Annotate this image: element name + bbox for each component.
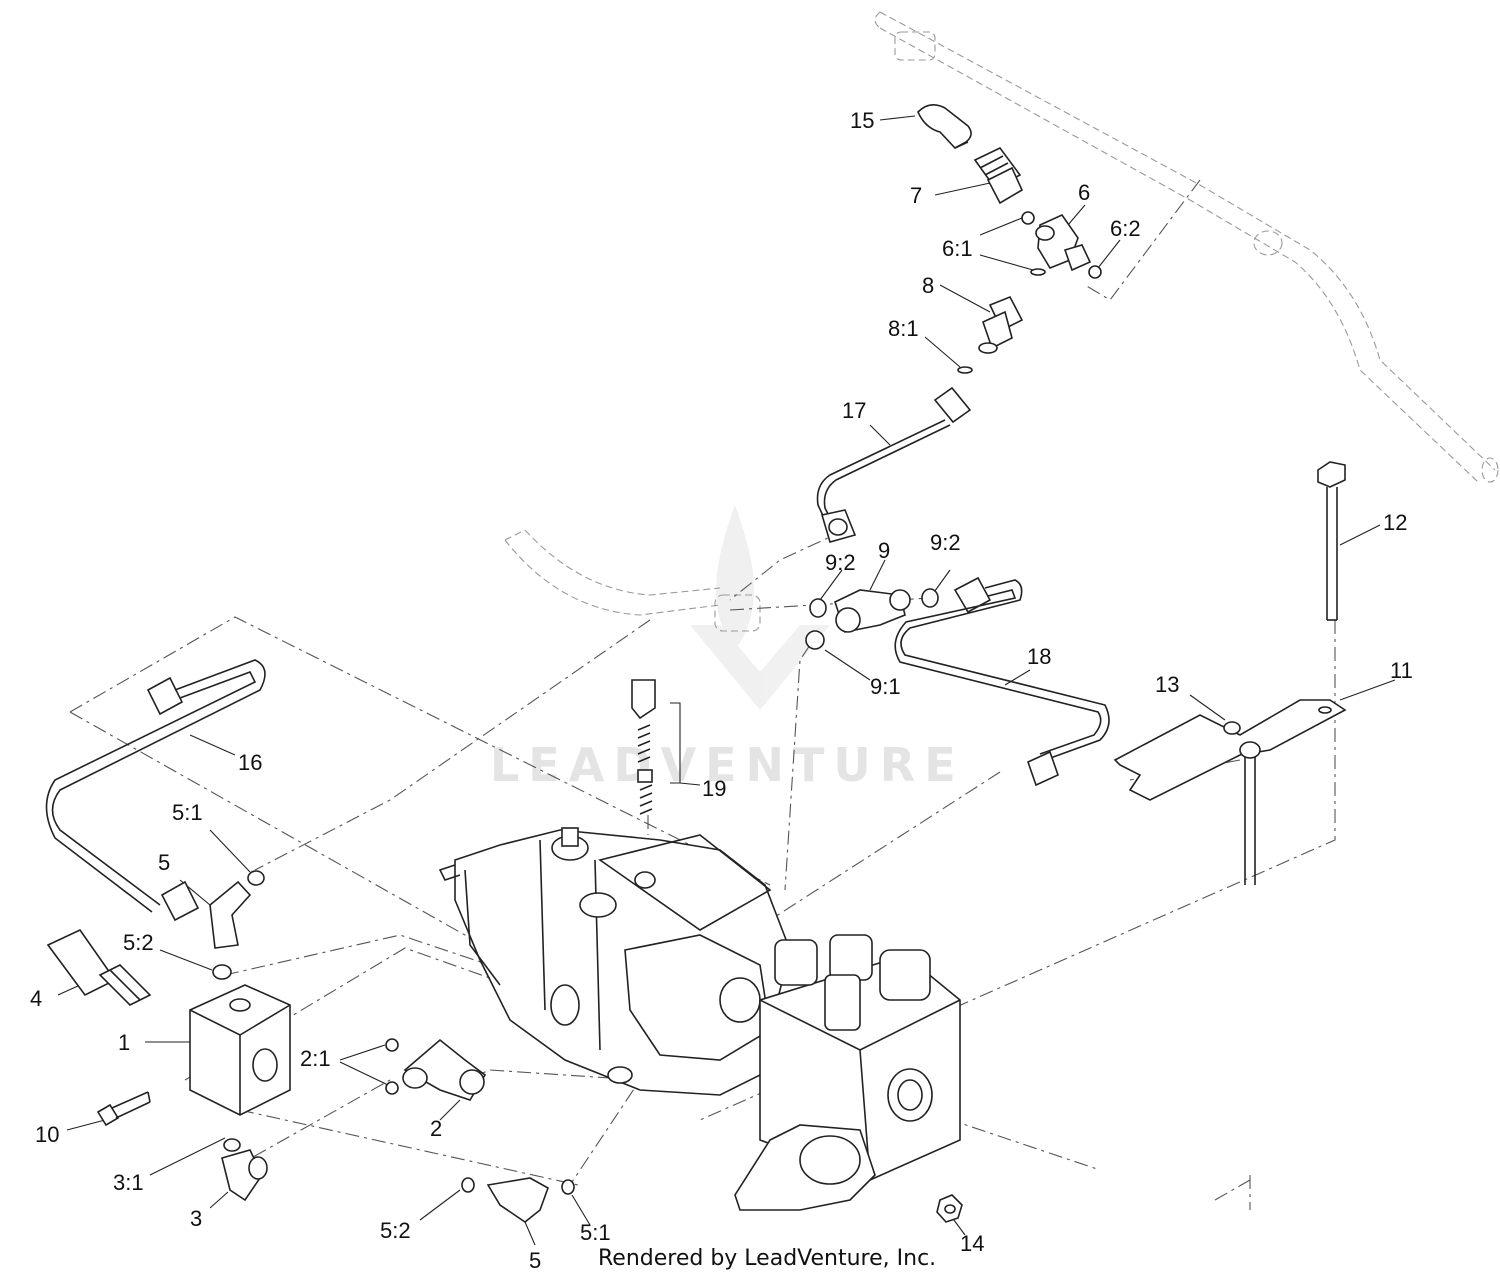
part-17-tube	[816, 386, 972, 543]
phantom-frame-tube	[874, 11, 1499, 483]
callout-17: 17	[842, 398, 867, 423]
callout-14: 14	[960, 1231, 985, 1256]
part-19-spring-assembly	[631, 679, 656, 815]
callout-9: 9	[878, 538, 891, 563]
part-14-nut	[936, 1194, 963, 1223]
callout-1: 1	[118, 1030, 131, 1055]
callout-4: 4	[30, 986, 43, 1011]
callout-9-2-left: 9:2	[825, 550, 856, 575]
valve-manifold	[734, 934, 961, 1211]
part-8-adapter	[957, 295, 1024, 374]
part-13-nut	[1223, 721, 1241, 735]
part-9-elbow-fitting	[805, 588, 939, 650]
part-3-elbow	[221, 1138, 268, 1202]
hydraulic-pump	[438, 827, 791, 1096]
part-4-relief-valve	[46, 928, 152, 1006]
callout-12: 12	[1383, 510, 1408, 535]
callout-13: 13	[1155, 672, 1180, 697]
callout-5-1-bottom: 5:1	[580, 1220, 611, 1245]
part-12-bolt	[1317, 461, 1346, 621]
callout-11: 11	[1390, 658, 1413, 683]
part-5-elbow-lower	[461, 1177, 575, 1223]
callout-5-2-top: 5:2	[123, 930, 154, 955]
callout-6: 6	[1078, 180, 1091, 205]
part-11-bracket	[1113, 699, 1347, 885]
phantom-return-hose	[504, 529, 761, 632]
callout-7: 7	[910, 183, 923, 208]
part-7-quick-coupler	[973, 146, 1024, 205]
part-1-block	[189, 984, 291, 1116]
part-2-tee	[385, 1038, 487, 1101]
part-10-bolt	[96, 1091, 151, 1127]
callout-5-top: 5	[158, 850, 171, 875]
callout-9-2-right: 9:2	[930, 530, 961, 555]
callout-16: 16	[238, 750, 263, 775]
watermark: LEADVENTURE	[490, 738, 965, 792]
callout-6-1: 6:1	[942, 236, 973, 261]
part-18-tube	[894, 576, 1110, 787]
callout-3-1: 3:1	[113, 1170, 144, 1195]
leader-lines	[57, 115, 1396, 1246]
callout-2-1: 2:1	[300, 1046, 331, 1071]
part-5-elbow-upper	[209, 870, 265, 980]
callout-18: 18	[1027, 644, 1052, 669]
callout-5-1-top: 5:1	[172, 800, 203, 825]
watermark-logo	[690, 505, 830, 710]
footer-credit: Rendered by LeadVenture, Inc.	[598, 1246, 937, 1271]
callout-5-bottom: 5	[529, 1248, 542, 1273]
callout-9-1: 9:1	[870, 674, 901, 699]
callout-5-2-bottom: 5:2	[380, 1218, 411, 1243]
part-16-tube	[45, 659, 266, 922]
part-15-handle	[917, 104, 972, 149]
callout-3: 3	[190, 1206, 203, 1231]
callout-2: 2	[430, 1116, 443, 1141]
callout-15: 15	[850, 108, 875, 133]
callout-8-1: 8:1	[888, 316, 919, 341]
callout-10: 10	[35, 1122, 60, 1147]
callout-19: 19	[702, 776, 727, 801]
callout-8: 8	[922, 273, 935, 298]
part-6-tee-fitting	[1021, 211, 1102, 279]
callout-6-2: 6:2	[1110, 216, 1141, 241]
